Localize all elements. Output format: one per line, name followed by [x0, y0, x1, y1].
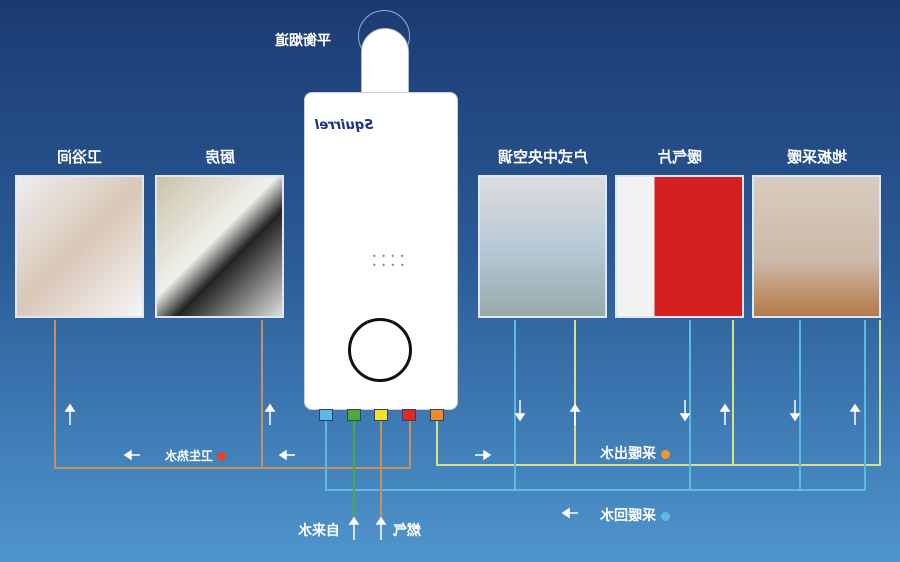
port-tap-water: [347, 409, 361, 421]
vent-dots: • • • •• • • •: [372, 252, 406, 270]
radiator-photo: [615, 175, 744, 318]
tap-water-label: 自来水: [298, 520, 340, 540]
water-heater: [304, 92, 458, 410]
legend-hot-water: 卫生热水: [165, 447, 227, 464]
brand-logo: Squirrel: [315, 118, 373, 133]
label-text: 户式中央空调: [497, 148, 588, 166]
port-gas: [374, 409, 388, 421]
bathroom-photo: [15, 175, 144, 318]
label-text: 燃气: [393, 523, 421, 539]
legend-text: 采暖回水: [600, 508, 656, 524]
room-label-bathroom: 卫浴间: [15, 146, 145, 167]
label-text: 地板采暖: [786, 148, 847, 166]
heating-out-pipe: [436, 320, 881, 466]
central-ac-photo: [478, 175, 607, 318]
legend-text: 卫生热水: [165, 449, 214, 463]
balanced-flue: [361, 28, 409, 98]
label-text: 自来水: [298, 523, 340, 539]
room-label-floor-heating: 地板采暖: [752, 146, 882, 167]
floor-heating-photo: [752, 175, 881, 318]
legend-dot: [217, 452, 227, 461]
port-heating-out: [430, 409, 444, 421]
chimney-label: 平衡烟道: [275, 30, 331, 50]
legend-heating-return: 采暖回水: [600, 505, 670, 525]
legend-text: 采暖出水: [600, 446, 656, 462]
room-label-kitchen: 厨房: [155, 146, 285, 167]
label-text: 卫浴间: [57, 148, 103, 166]
hot-water-pipe: [54, 320, 411, 469]
legend-heating-out: 采暖出水: [600, 443, 670, 463]
label-text: 厨房: [204, 148, 235, 166]
port-heating-return: [319, 409, 333, 421]
heating-return-pipe: [325, 320, 866, 491]
legend-dot: [660, 511, 670, 521]
control-knob[interactable]: [348, 318, 412, 382]
chimney-label-text: 平衡烟道: [275, 33, 331, 49]
brand-text: Squirrel: [315, 118, 374, 133]
flow-arrows: [64, 400, 861, 540]
label-text: 暖气片: [657, 148, 703, 166]
room-label-radiator: 暖气片: [615, 146, 745, 167]
kitchen-photo: [155, 175, 284, 318]
port-hot-water: [402, 409, 416, 421]
gas-label: 燃气: [393, 520, 421, 540]
legend-dot: [660, 449, 670, 459]
room-label-central-ac: 户式中央空调: [478, 146, 608, 167]
